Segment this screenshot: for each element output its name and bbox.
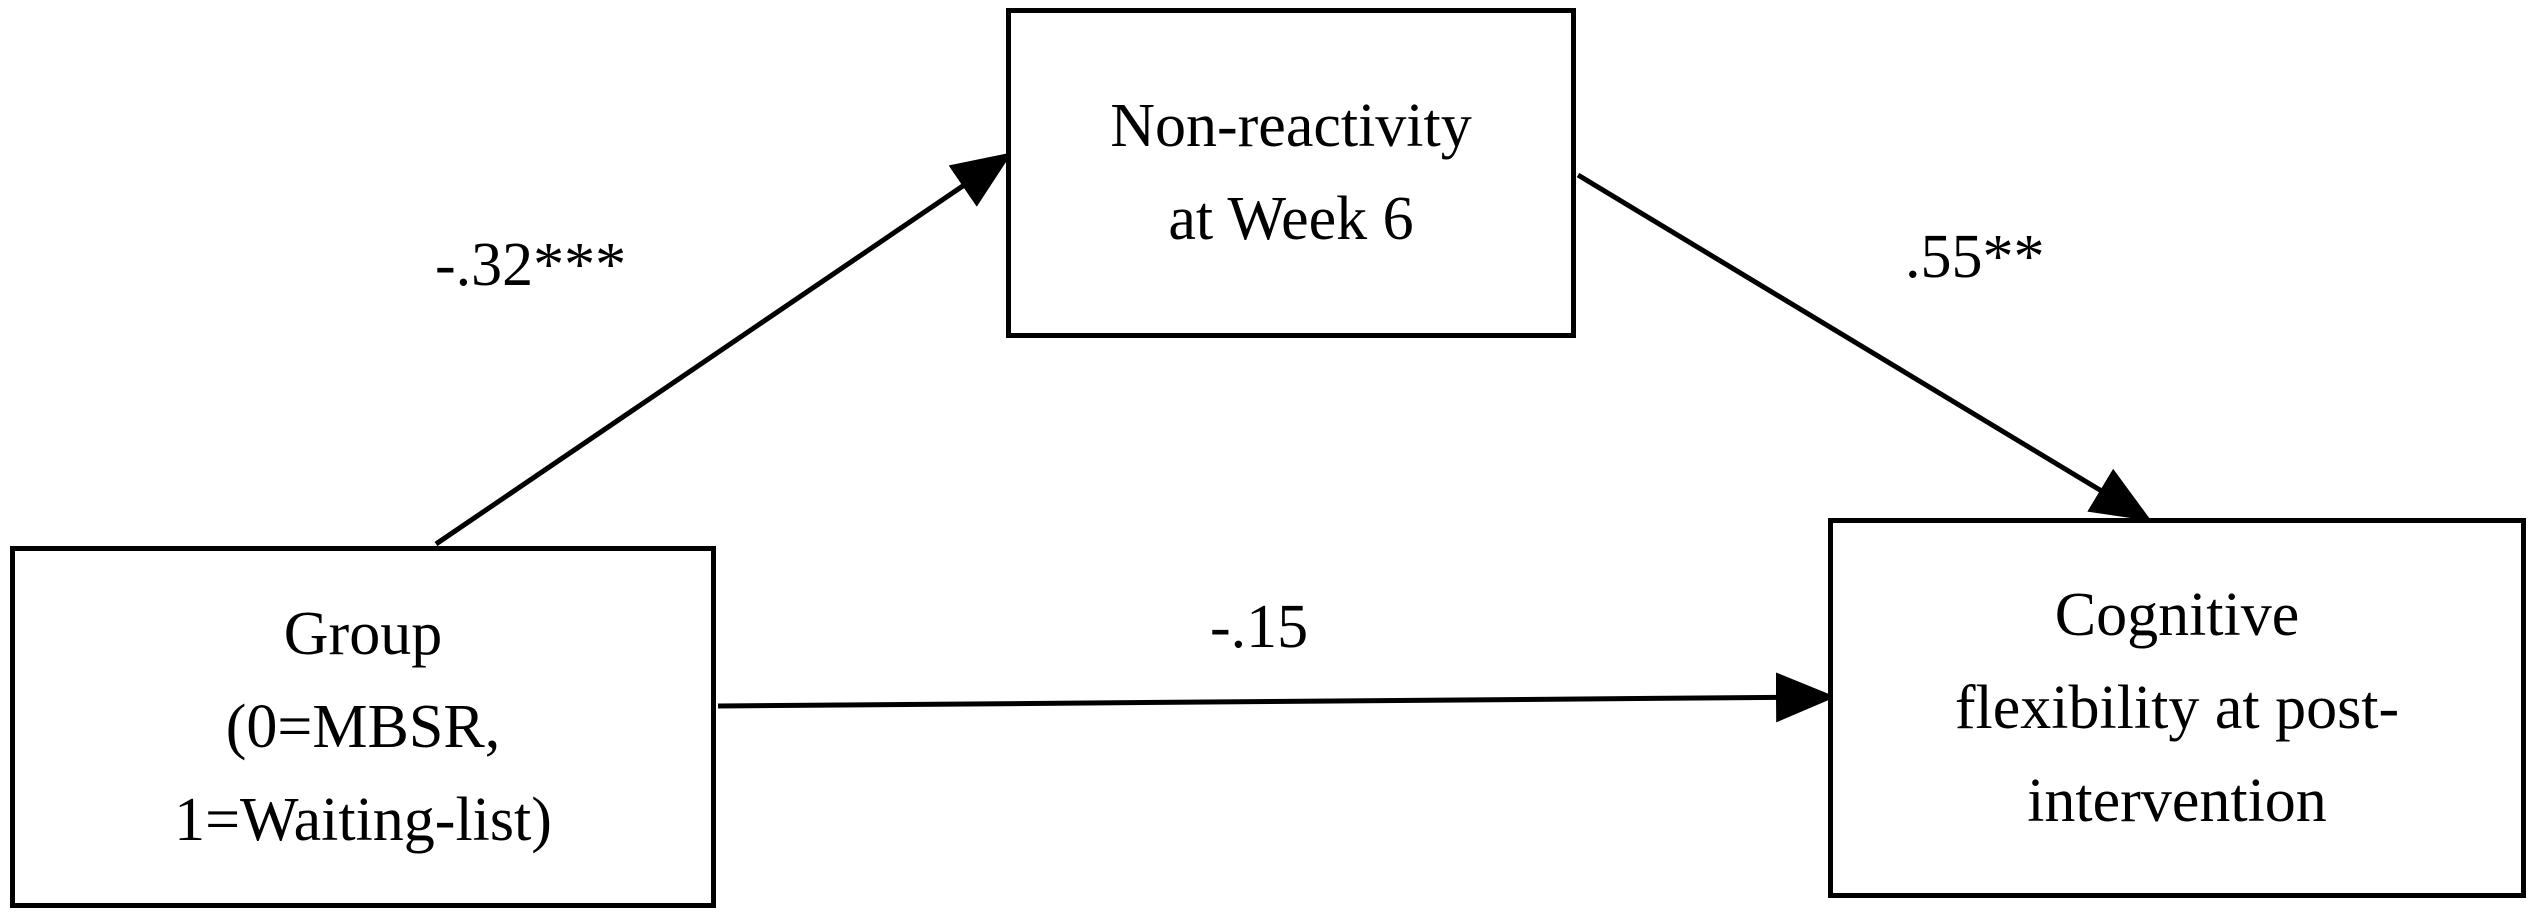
mediator-label-line-1: Non-reactivity bbox=[1110, 92, 1472, 160]
outcome-label-line-3: intervention bbox=[2027, 766, 2327, 835]
predictor-label-line-3: 1=Waiting-list) bbox=[174, 785, 552, 854]
predictor-label-line-1: Group bbox=[283, 599, 443, 668]
path-a-arrow bbox=[434, 152, 1013, 547]
outcome-label-line-2: flexibility at post- bbox=[1954, 673, 2400, 742]
mediator-node: Non-reactivity at Week 6 bbox=[1006, 8, 1576, 338]
path-b-coefficient: .55** bbox=[1905, 223, 2045, 291]
path-c-coefficient: -.15 bbox=[1210, 593, 1309, 661]
path-c-arrow bbox=[717, 672, 1836, 723]
mediator-label-line-2: at Week 6 bbox=[1168, 185, 1414, 253]
outcome-label-line-1: Cognitive bbox=[2054, 580, 2300, 649]
path-a-coefficient: -.32*** bbox=[435, 231, 627, 299]
outcome-node: Cognitive flexibility at post- intervent… bbox=[1828, 518, 2526, 898]
predictor-label-line-2: (0=MBSR, bbox=[225, 692, 501, 761]
predictor-node: Group (0=MBSR, 1=Waiting-list) bbox=[10, 546, 716, 908]
path-b-arrow bbox=[1576, 172, 2152, 522]
